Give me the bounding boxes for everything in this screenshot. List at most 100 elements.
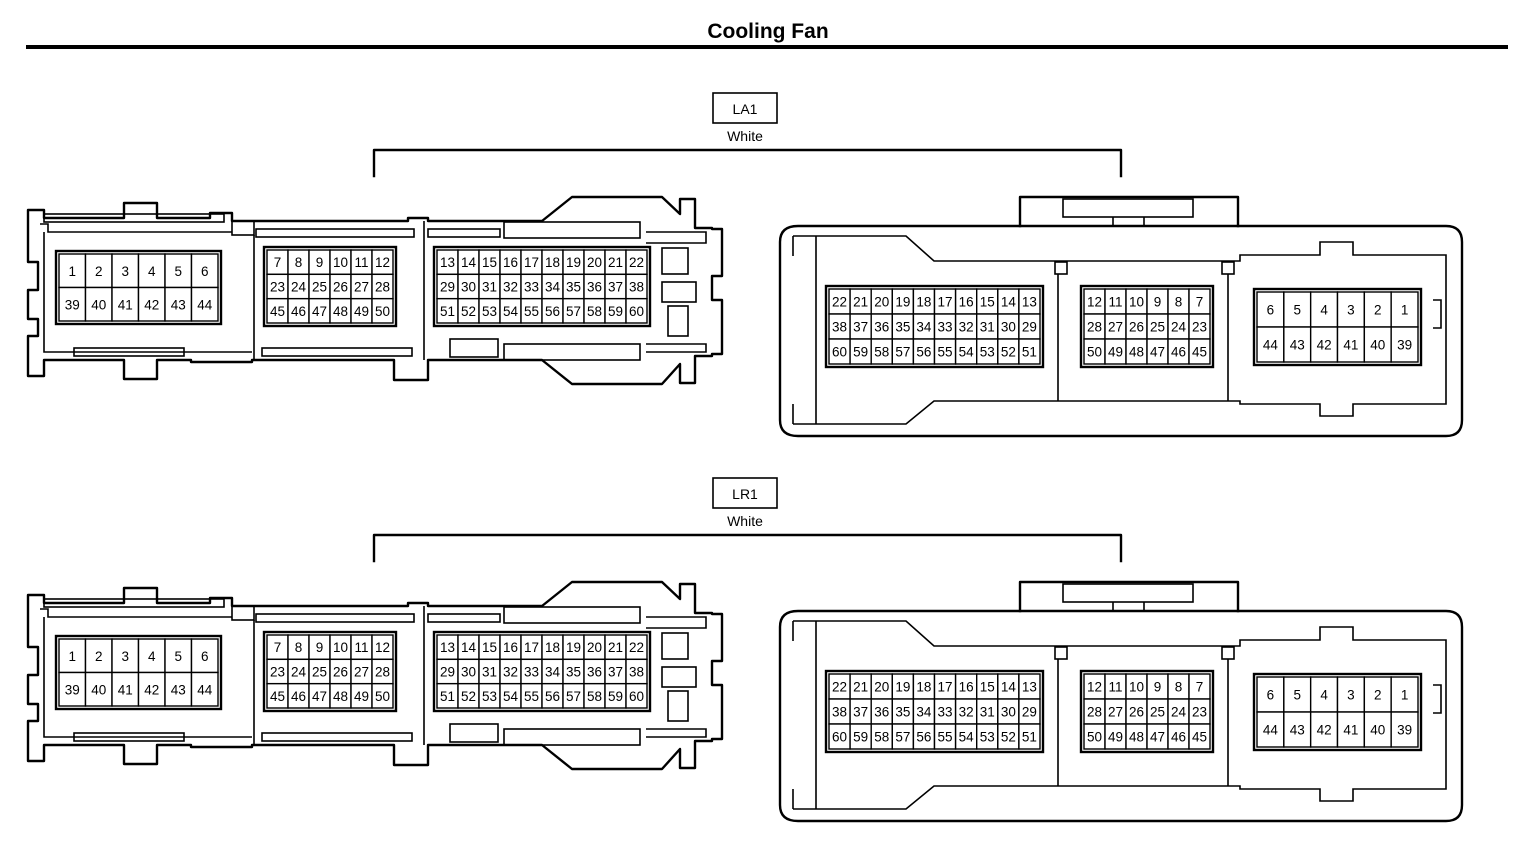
pin-number: 31 [980,320,995,335]
pin-number: 8 [295,255,303,270]
pin-number: 40 [1370,723,1385,738]
pin-number: 19 [566,640,581,655]
pin-number: 22 [629,255,644,270]
connector-code-box [712,477,778,509]
pin-number: 10 [333,640,348,655]
pin-number: 37 [608,665,623,680]
pin-number: 9 [316,640,324,655]
connector-code: LR1 [732,486,758,502]
pin-number: 10 [1129,295,1144,310]
pin-number: 9 [316,255,324,270]
left-side-rails [646,231,707,353]
pin-number: 32 [503,280,518,295]
pin-number: 32 [959,705,974,720]
pin-number: 6 [201,264,209,279]
pin-number: 51 [440,689,455,704]
pin-number: 44 [197,682,213,697]
pin-number: 13 [440,640,455,655]
pin-number: 50 [1087,345,1102,360]
pin-cell [1390,326,1419,363]
pin-number: 41 [1343,723,1358,738]
pin-number: 4 [1320,303,1328,318]
pin-number: 52 [1001,730,1016,745]
left-latch-slot-3 [427,613,501,623]
pin-number: 59 [853,345,868,360]
pin-number: 20 [587,255,602,270]
pin-cell [1188,723,1211,750]
pin-number: 1 [68,264,76,279]
pin-number: 49 [1108,345,1123,360]
pin-number: 49 [354,304,369,319]
left-side-window-2 [661,281,697,303]
left-latch-slot-4 [503,221,641,239]
pin-number: 6 [1267,688,1275,703]
left-latch-slot-5 [73,732,185,742]
pin-number: 41 [118,682,133,697]
pin-number: 46 [291,689,306,704]
title-rule [26,45,1508,49]
pin-number: 34 [545,280,561,295]
pin-number: 56 [545,689,560,704]
pin-number: 47 [1150,730,1165,745]
pin-number: 23 [1192,320,1207,335]
pin-number: 50 [375,304,390,319]
pin-number: 55 [938,345,953,360]
pin-number: 17 [524,640,539,655]
pin-number: 29 [440,280,455,295]
pin-number: 27 [354,280,369,295]
left-housing-inner-left [43,617,252,738]
left-housing-inner-top [40,608,232,618]
pin-number: 46 [1171,345,1186,360]
pin-cell [1018,338,1041,365]
left-housing-inner-left [43,232,252,353]
pin-number: 9 [1154,680,1162,695]
left-side-window-3 [667,690,689,722]
pin-number: 8 [1175,295,1183,310]
pin-cell [371,297,394,324]
left-latch-slot-2 [255,613,415,623]
pin-cell [58,286,87,322]
pin-cell [1018,723,1041,750]
pin-number: 55 [938,730,953,745]
pin-number: 57 [566,689,581,704]
pin-number: 8 [295,640,303,655]
pin-number: 49 [354,689,369,704]
pin-cell [625,682,648,709]
pin-cell [164,638,193,674]
right-housing-outline [778,224,1464,438]
pin-number: 30 [461,665,476,680]
pin-number: 22 [832,680,847,695]
pin-number: 25 [1150,705,1165,720]
pin-number: 41 [1343,338,1358,353]
pin-number: 5 [1293,688,1301,703]
pin-number: 7 [1196,680,1204,695]
pin-number: 57 [895,345,910,360]
right-block-dividers [1057,274,1229,401]
pin-number: 49 [1108,730,1123,745]
right-inner-left-wall [792,236,817,424]
pin-number: 19 [895,295,910,310]
pin-number: 34 [545,665,561,680]
pin-number: 59 [853,730,868,745]
pin-number: 8 [1175,680,1183,695]
pin-number: 2 [1374,688,1382,703]
pin-number: 45 [1192,345,1207,360]
left-key-slot [449,338,499,358]
pin-number: 54 [959,730,975,745]
pin-number: 40 [91,297,106,312]
right-top-latch-ribs [1112,217,1145,226]
pin-number: 31 [980,705,995,720]
pin-number: 53 [980,345,995,360]
pin-number: 44 [197,297,213,312]
pin-number: 3 [121,264,129,279]
pin-number: 34 [916,320,932,335]
pin-number: 48 [1129,730,1144,745]
pin-number: 18 [545,255,560,270]
left-latch-slot-2 [255,228,415,238]
pin-number: 11 [1108,295,1122,310]
